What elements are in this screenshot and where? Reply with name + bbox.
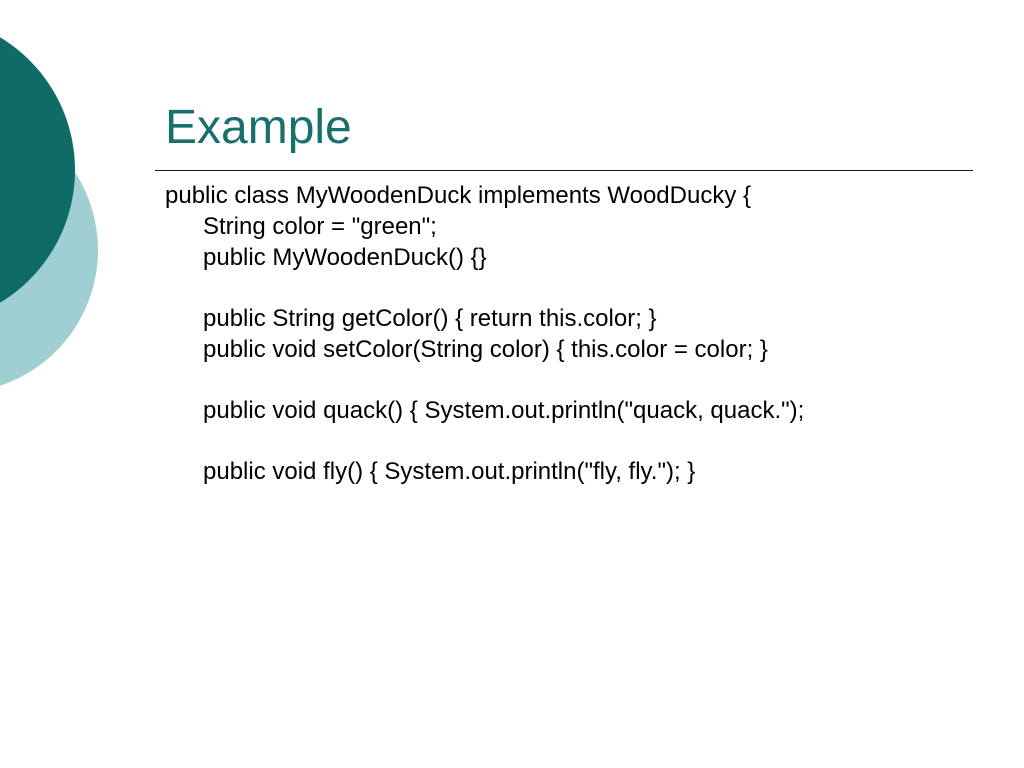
dark-circle (0, 37, 75, 303)
code-line: public MyWoodenDuck() {} (203, 244, 487, 271)
title-divider (155, 170, 973, 171)
decorative-circles (0, 37, 98, 386)
code-line: public void quack() { System.out.println… (203, 397, 805, 424)
code-body: public class MyWoodenDuck implements Woo… (165, 180, 865, 484)
code-line: public void fly() { System.out.println("… (203, 458, 696, 485)
code-line: public class MyWoodenDuck implements Woo… (165, 182, 752, 209)
code-line: public void setColor(String color) { thi… (203, 336, 768, 363)
slide-title: Example (165, 101, 352, 154)
code-line: String color = "green"; (203, 213, 437, 240)
code-line: public String getColor() { return this.c… (203, 305, 657, 332)
